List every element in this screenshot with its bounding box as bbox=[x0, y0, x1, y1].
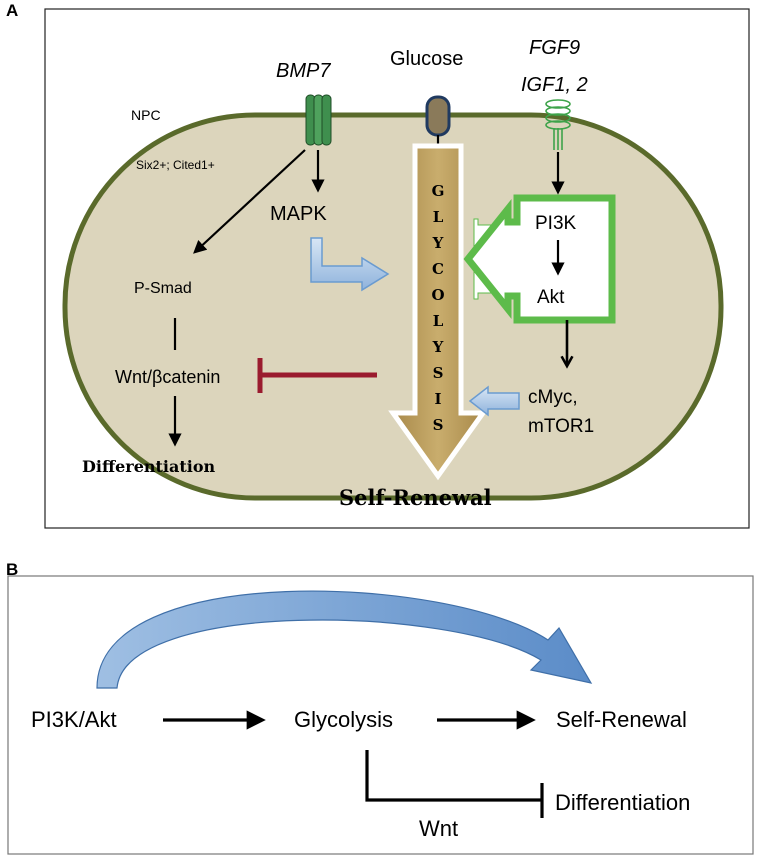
fgf9-label: FGF9 bbox=[529, 37, 580, 59]
markers-label: Six2+; Cited1+ bbox=[136, 158, 215, 172]
mtor1-label: mTOR1 bbox=[528, 416, 594, 437]
glycolysis-letter: G bbox=[432, 182, 445, 200]
glycolysis-letter: L bbox=[433, 312, 444, 330]
glycolysis-letter: O bbox=[431, 286, 444, 304]
glucose-label: Glucose bbox=[390, 48, 463, 70]
glycolysis-letter: L bbox=[433, 208, 444, 226]
pi3k-label: PI3K bbox=[535, 213, 577, 234]
differentiation-b-label: Differentiation bbox=[555, 790, 690, 815]
glycolysis-letter: I bbox=[434, 390, 441, 408]
cmyc-label: cMyc, bbox=[528, 387, 578, 408]
glucose-transporter-icon bbox=[425, 95, 451, 137]
psmad-label: P-Smad bbox=[134, 280, 192, 297]
glycolysis-letter: C bbox=[432, 260, 444, 278]
glycolysis-letter: Y bbox=[432, 338, 444, 356]
glycolysis-inhibits-wnt bbox=[257, 358, 377, 393]
wnt-bcatenin-label: Wnt/βcatenin bbox=[115, 367, 220, 387]
mapk-to-glycolysis-arrow bbox=[310, 237, 390, 292]
glycolysis-letters: G L Y C O L Y S I S bbox=[431, 182, 444, 434]
rtk-receptor-icon bbox=[545, 99, 571, 150]
bmp7-to-psmad-arrow bbox=[193, 149, 306, 254]
cmyc-to-glycolysis-arrow bbox=[468, 385, 520, 417]
mapk-label: MAPK bbox=[270, 203, 327, 225]
pi3k-to-glycolysis-arrow bbox=[463, 194, 616, 324]
self-renewal-b-label: Self-Renewal bbox=[556, 707, 687, 732]
glycolysis-letter: S bbox=[433, 416, 444, 434]
glycolysis-b-label: Glycolysis bbox=[294, 707, 393, 732]
glycolysis-inhibits-differentiation bbox=[365, 750, 544, 818]
panel-b-label: B bbox=[6, 560, 18, 579]
wnt-b-label: Wnt bbox=[419, 816, 458, 841]
panel-a-label: A bbox=[6, 1, 18, 20]
self-renewal-a-label: Self-Renewal bbox=[339, 485, 492, 510]
pi3k-akt-b-label: PI3K/Akt bbox=[31, 707, 117, 732]
glycolysis-arrow bbox=[388, 143, 488, 481]
npc-label: NPC bbox=[131, 107, 161, 123]
glycolysis-letter: Y bbox=[432, 234, 444, 252]
glycolysis-letter: S bbox=[433, 364, 444, 382]
akt-label: Akt bbox=[537, 287, 565, 308]
bmp7-label: BMP7 bbox=[276, 60, 331, 82]
differentiation-a-label: Differentiation bbox=[82, 457, 215, 476]
bmp7-receptor-icon bbox=[305, 94, 332, 146]
npc-cell bbox=[62, 112, 724, 501]
pi3k-to-self-renewal-curve-arrow bbox=[96, 590, 593, 689]
igf-label: IGF1, 2 bbox=[521, 74, 588, 96]
